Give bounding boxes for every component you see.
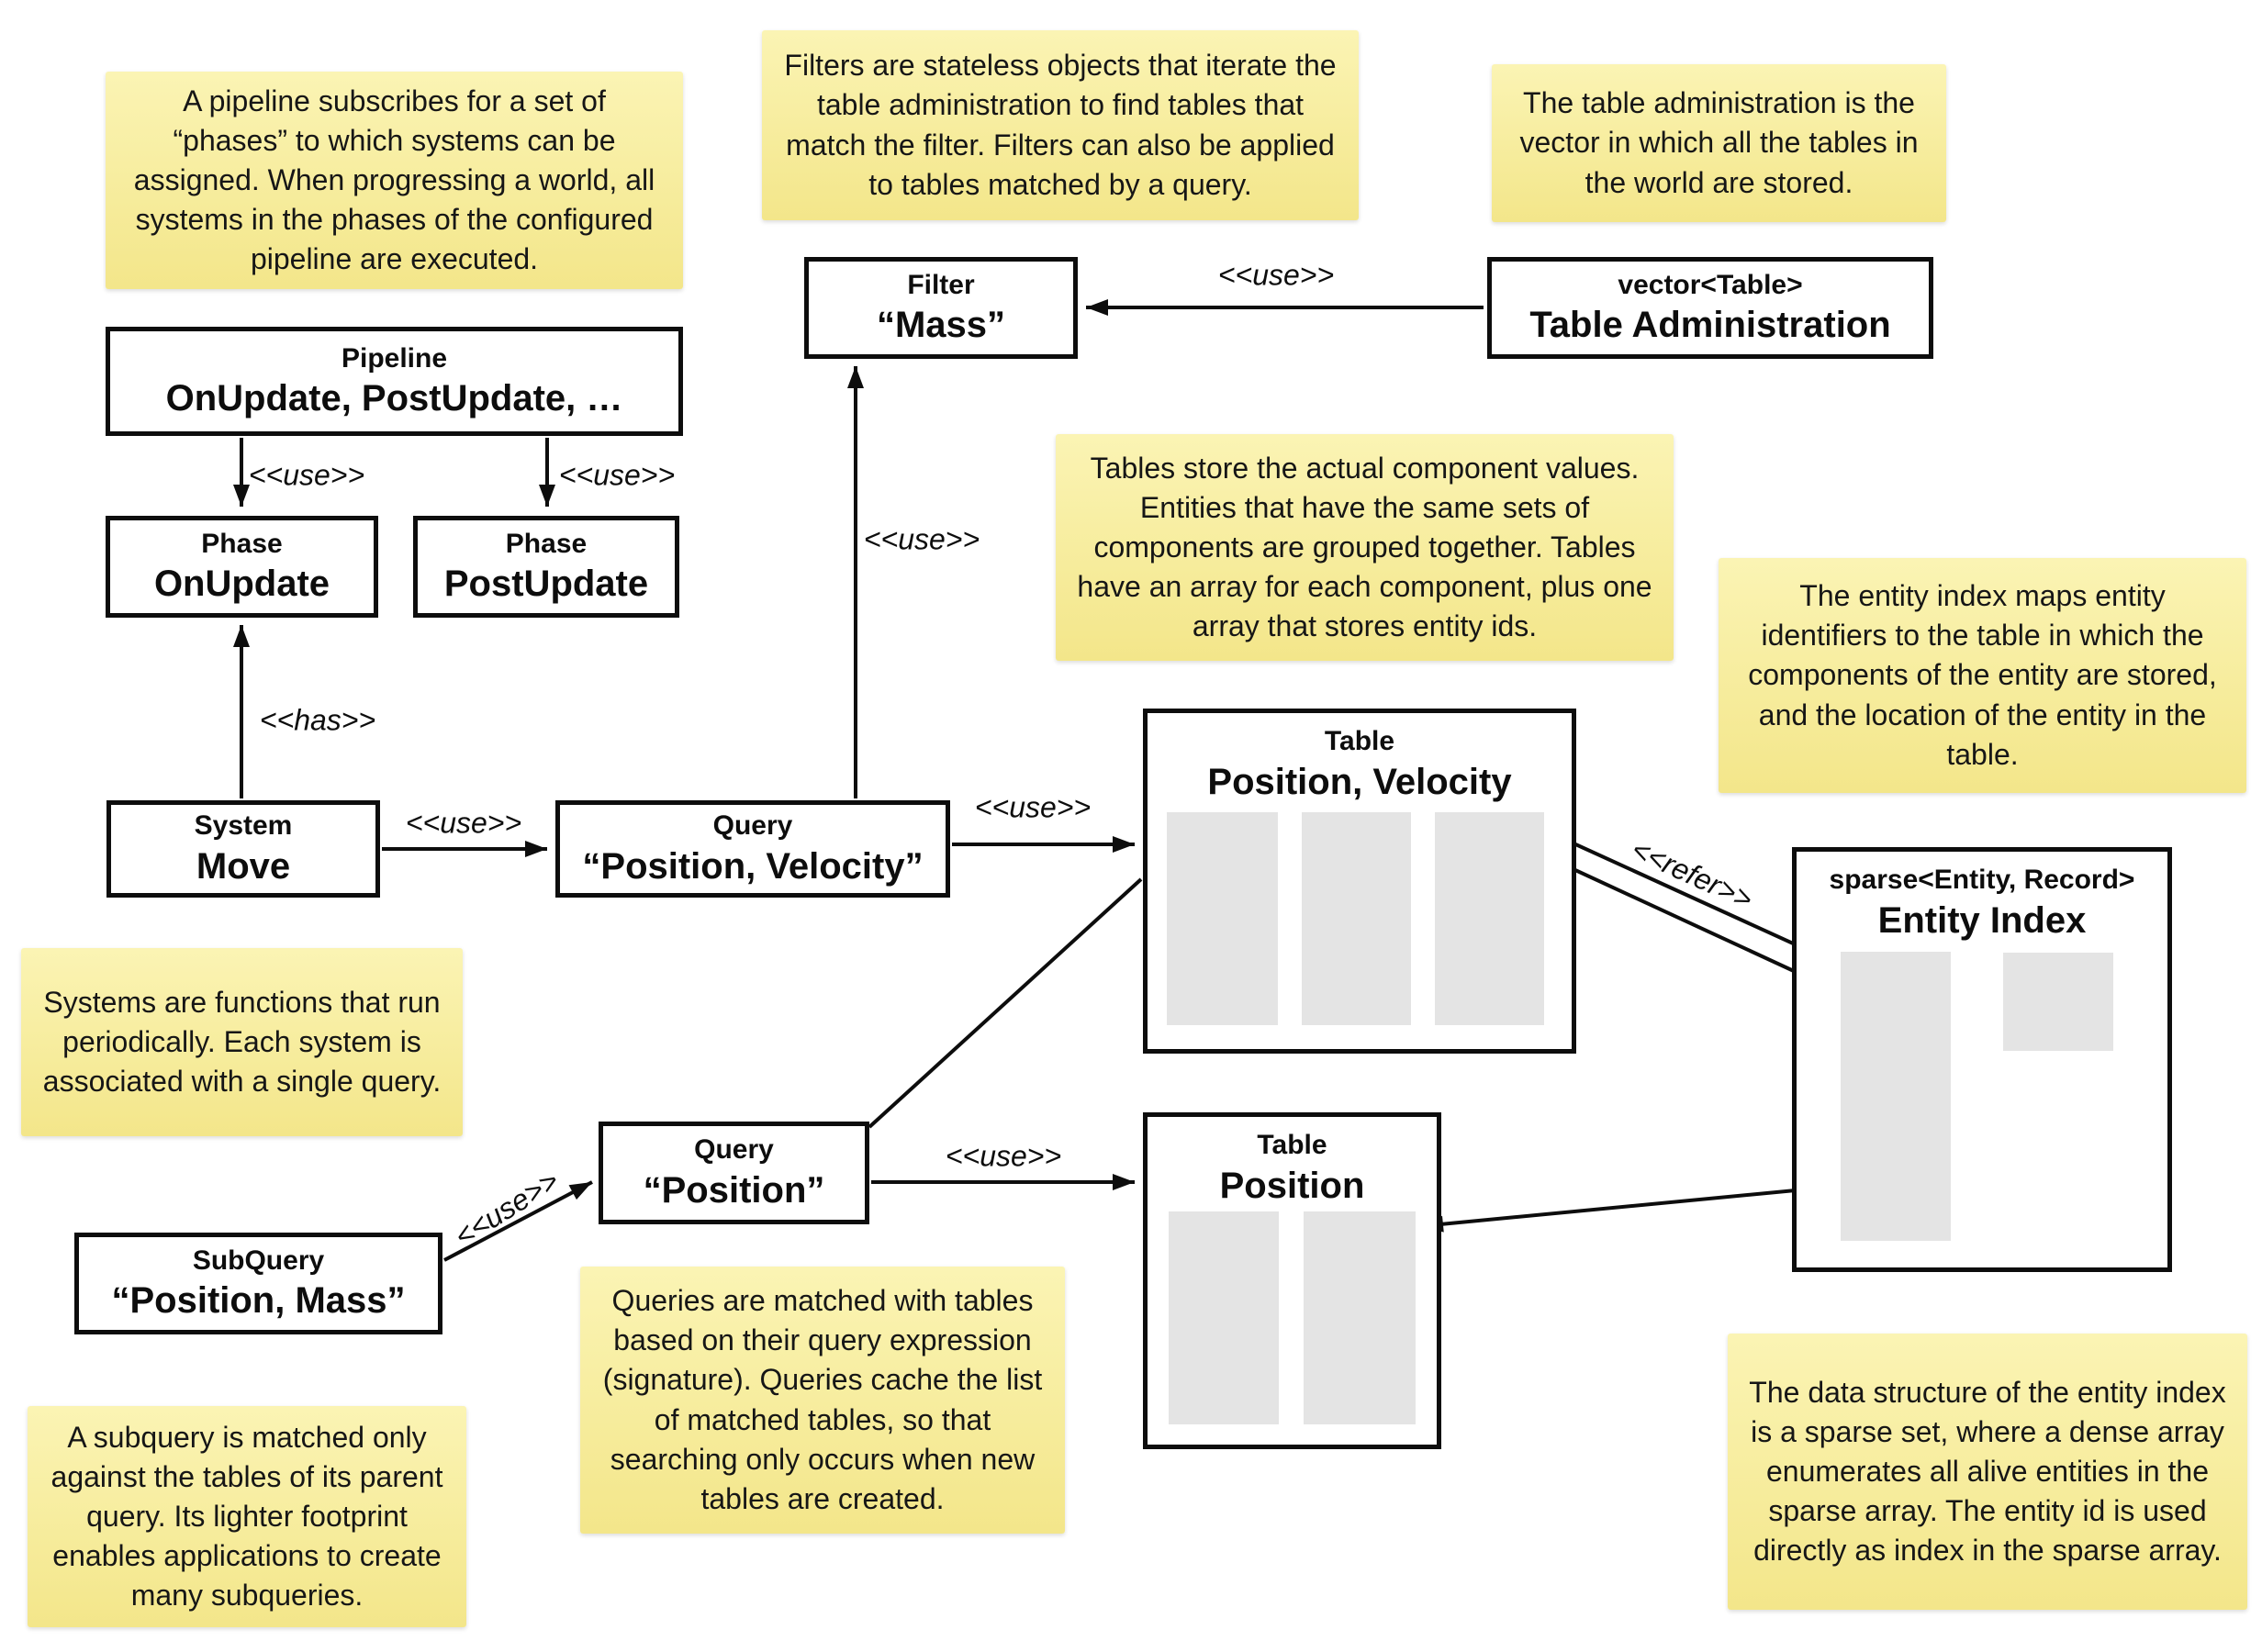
uml-box-phase-onupdate: Phase OnUpdate [106, 516, 378, 618]
box-name: PostUpdate [443, 564, 649, 605]
uml-box-system-move: System Move [106, 800, 380, 898]
box-name: Position [1219, 1165, 1365, 1206]
edge-label-use: <<use>> [945, 1139, 1062, 1173]
uml-box-entity-index: sparse<Entity, Record> Entity Index [1792, 847, 2172, 1272]
box-stereotype: Table [1324, 726, 1395, 756]
sticky-note-systems: Systems are functions that run periodica… [21, 948, 463, 1136]
box-stereotype: System [194, 810, 293, 842]
box-stereotype: Pipeline [341, 342, 448, 374]
edge-label-use: <<use>> [1217, 258, 1335, 292]
component-array [1304, 1211, 1416, 1424]
uml-box-query-position-velocity: Query “Position, Velocity” [555, 800, 950, 898]
box-name: “Position, Velocity” [582, 845, 924, 887]
edge-label-has: <<has>> [259, 703, 376, 737]
component-array [1435, 812, 1544, 1025]
box-stereotype: Query [694, 1134, 774, 1166]
component-array [1302, 812, 1411, 1025]
sticky-note-queries: Queries are matched with tables based on… [580, 1267, 1065, 1534]
sticky-note-table-administration: The table administration is the vector i… [1492, 64, 1946, 222]
box-stereotype: sparse<Entity, Record> [1829, 865, 2135, 895]
edge-label-use: <<use>> [558, 458, 676, 492]
uml-box-filter-mass: Filter “Mass” [804, 257, 1078, 359]
sticky-note-filters: Filters are stateless objects that itera… [762, 30, 1359, 220]
box-name: OnUpdate [153, 564, 330, 605]
box-name: Move [196, 845, 291, 887]
dense-array [2003, 953, 2113, 1051]
line-querypos-matched-tablepv [868, 877, 1143, 1129]
box-name: “Position” [643, 1169, 825, 1211]
arrow-subquery-use-querypos [443, 1180, 593, 1262]
arrow-entityindex-refer-tablepos [1420, 1184, 1844, 1233]
uml-box-table-position-velocity: Table Position, Velocity [1143, 709, 1576, 1054]
uml-box-pipeline: Pipeline OnUpdate, PostUpdate, … [106, 327, 683, 436]
sticky-note-entity-index: The entity index maps entity identifiers… [1719, 558, 2246, 793]
box-name: Entity Index [1877, 899, 2087, 941]
edge-label-use: <<use>> [405, 806, 522, 840]
component-array [1169, 1211, 1279, 1424]
edge-label-use: <<use>> [974, 790, 1092, 824]
box-name: OnUpdate, PostUpdate, … [165, 378, 623, 419]
box-stereotype: Table [1257, 1130, 1327, 1160]
box-stereotype: Query [712, 810, 793, 842]
box-name: “Mass” [876, 305, 1006, 346]
box-stereotype: Phase [505, 528, 588, 559]
uml-box-phase-postupdate: Phase PostUpdate [413, 516, 679, 618]
box-name: Table Administration [1529, 305, 1891, 346]
box-stereotype: Filter [907, 269, 975, 300]
uml-box-table-administration: vector<Table> Table Administration [1487, 257, 1933, 359]
uml-box-subquery-position-mass: SubQuery “Position, Mass” [74, 1233, 442, 1334]
box-name: Position, Velocity [1207, 761, 1512, 802]
edge-label-use: <<use>> [863, 522, 980, 556]
box-stereotype: Phase [201, 528, 283, 559]
box-stereotype: vector<Table> [1618, 269, 1803, 300]
box-name: “Position, Mass” [111, 1280, 406, 1322]
sticky-note-sparse-set: The data structure of the entity index i… [1728, 1334, 2247, 1610]
sticky-note-pipeline: A pipeline subscribes for a set of “phas… [106, 72, 683, 289]
sticky-note-subquery: A subquery is matched only against the t… [28, 1406, 466, 1627]
sparse-array [1841, 952, 1951, 1241]
box-stereotype: SubQuery [192, 1245, 325, 1276]
sticky-note-tables: Tables store the actual component values… [1056, 434, 1674, 661]
uml-box-query-position: Query “Position” [599, 1122, 869, 1224]
edge-label-use: <<use>> [248, 458, 365, 492]
uml-box-table-position: Table Position [1143, 1112, 1441, 1449]
component-array [1167, 812, 1278, 1025]
